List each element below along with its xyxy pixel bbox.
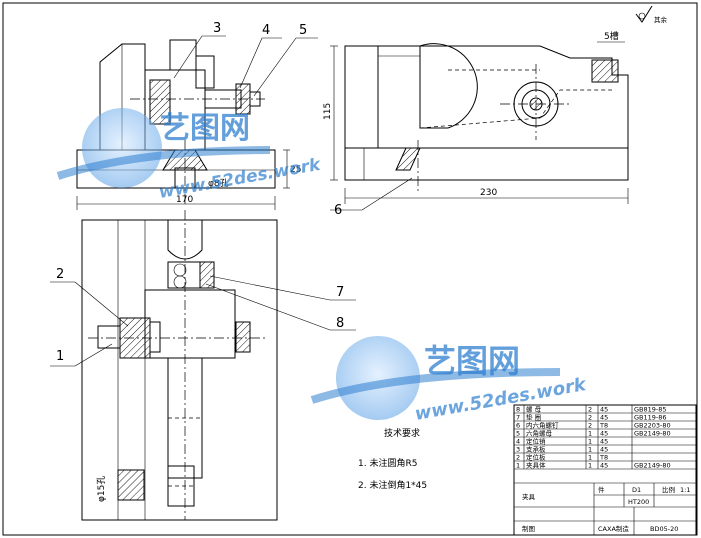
side-view: 115 230 5槽 6 bbox=[323, 30, 629, 218]
title-school: CAXA制造 bbox=[598, 524, 629, 533]
title-scale-label: 比例 bbox=[662, 485, 675, 494]
parts-cell: GB2149-80 bbox=[634, 462, 671, 470]
parts-cell: GB2149-80 bbox=[634, 430, 671, 438]
balloon-2: 2 bbox=[56, 267, 64, 282]
parts-cell: 垫 圈 bbox=[526, 413, 541, 422]
parts-cell: 5 bbox=[516, 430, 520, 438]
parts-cell: 1 bbox=[588, 454, 592, 462]
dim-slot: 5槽 bbox=[604, 30, 619, 42]
parts-cell: 1 bbox=[588, 462, 592, 470]
watermark-logo-bottom: 艺图网 bbox=[424, 342, 520, 380]
parts-cell: 2 bbox=[516, 454, 520, 462]
tech-notes: 技术要求 1. 未注圆角R5 2. 未注倒角1*45 bbox=[358, 427, 427, 491]
parts-cell: GB2203-80 bbox=[634, 422, 671, 430]
tech-notes-title: 技术要求 bbox=[384, 427, 420, 439]
parts-cell: 内六角螺钉 bbox=[526, 421, 559, 430]
parts-cell: 2 bbox=[588, 406, 592, 414]
balloon-4: 4 bbox=[262, 23, 270, 38]
balloon-8: 8 bbox=[336, 316, 344, 331]
watermark-logo-top: 艺图网 bbox=[160, 111, 250, 146]
dim-width-230: 230 bbox=[480, 188, 497, 198]
title-designer: 制图 bbox=[522, 524, 535, 533]
dim-width-170: 170 bbox=[176, 195, 193, 205]
parts-cell: 45 bbox=[600, 462, 608, 470]
balloon-group-bottom: 2 1 7 8 bbox=[50, 267, 356, 367]
title-drawing-no: BD05-20 bbox=[650, 525, 678, 533]
dim-chamfer-note: φ15孔 bbox=[96, 476, 107, 502]
parts-cell: 3 bbox=[516, 446, 520, 454]
dim-height-25: 25 bbox=[290, 165, 301, 175]
parts-cell: GB119-86 bbox=[634, 414, 667, 422]
parts-cell: 1 bbox=[516, 462, 520, 470]
dim-height-115: 115 bbox=[323, 103, 333, 120]
title-drawing-name: 夹具 bbox=[522, 492, 536, 501]
balloon-5: 5 bbox=[299, 23, 307, 38]
parts-cell: 45 bbox=[600, 430, 608, 438]
parts-cell: 7 bbox=[516, 414, 520, 422]
parts-cell: T8 bbox=[599, 454, 608, 462]
parts-cell: 4 bbox=[516, 438, 520, 446]
watermark-globe-top bbox=[56, 108, 271, 188]
balloon-6: 6 bbox=[334, 203, 342, 218]
parts-cell: 45 bbox=[600, 414, 608, 422]
parts-cell: 1 bbox=[588, 430, 592, 438]
balloon-3: 3 bbox=[213, 21, 221, 36]
parts-cell: 8 bbox=[516, 406, 520, 414]
parts-cell: 支承板 bbox=[526, 445, 546, 454]
front-view: 170 25 φ8孔 bbox=[76, 39, 301, 210]
dim-hole-note: φ8孔 bbox=[208, 178, 229, 189]
tech-note-1: 1. 未注圆角R5 bbox=[358, 457, 417, 469]
parts-cell: 夹具体 bbox=[526, 461, 546, 470]
balloon-group-top: 3 4 5 bbox=[173, 21, 318, 97]
title-sheet-label: 件 bbox=[598, 485, 605, 494]
tech-note-2: 2. 未注倒角1*45 bbox=[358, 479, 427, 491]
parts-cell: 定位销 bbox=[526, 437, 546, 446]
parts-cell: 2 bbox=[588, 414, 592, 422]
parts-cell: 1 bbox=[588, 446, 592, 454]
balloon-7: 7 bbox=[336, 285, 344, 300]
parts-cell: 1 bbox=[588, 438, 592, 446]
watermark-url-bottom: www.52des.work bbox=[413, 374, 588, 425]
parts-cell: 2 bbox=[588, 422, 592, 430]
parts-cell: 六角螺母 bbox=[526, 429, 553, 438]
watermark-globe-bottom bbox=[310, 336, 561, 420]
top-view: φ15孔 bbox=[81, 210, 278, 521]
svg-text:其余: 其余 bbox=[654, 15, 668, 24]
surface-finish-symbol: 其余 bbox=[635, 5, 668, 24]
parts-cell: 螺 母 bbox=[526, 405, 542, 414]
watermark: 艺图网 www.52des.work 艺图网 www.52des.work bbox=[56, 108, 588, 425]
title-scale: 1:1 bbox=[680, 486, 690, 494]
parts-cell: 45 bbox=[600, 406, 608, 414]
parts-cell: 45 bbox=[600, 446, 608, 454]
parts-cell: GB819-85 bbox=[634, 406, 667, 414]
parts-cell: 定位板 bbox=[526, 453, 546, 462]
parts-cell: T8 bbox=[599, 422, 608, 430]
title-sheet: D1 bbox=[632, 486, 641, 494]
parts-cell: 6 bbox=[516, 422, 520, 430]
title-material: HT200 bbox=[628, 498, 649, 506]
parts-cell: 45 bbox=[600, 438, 608, 446]
balloon-1: 1 bbox=[56, 349, 64, 364]
